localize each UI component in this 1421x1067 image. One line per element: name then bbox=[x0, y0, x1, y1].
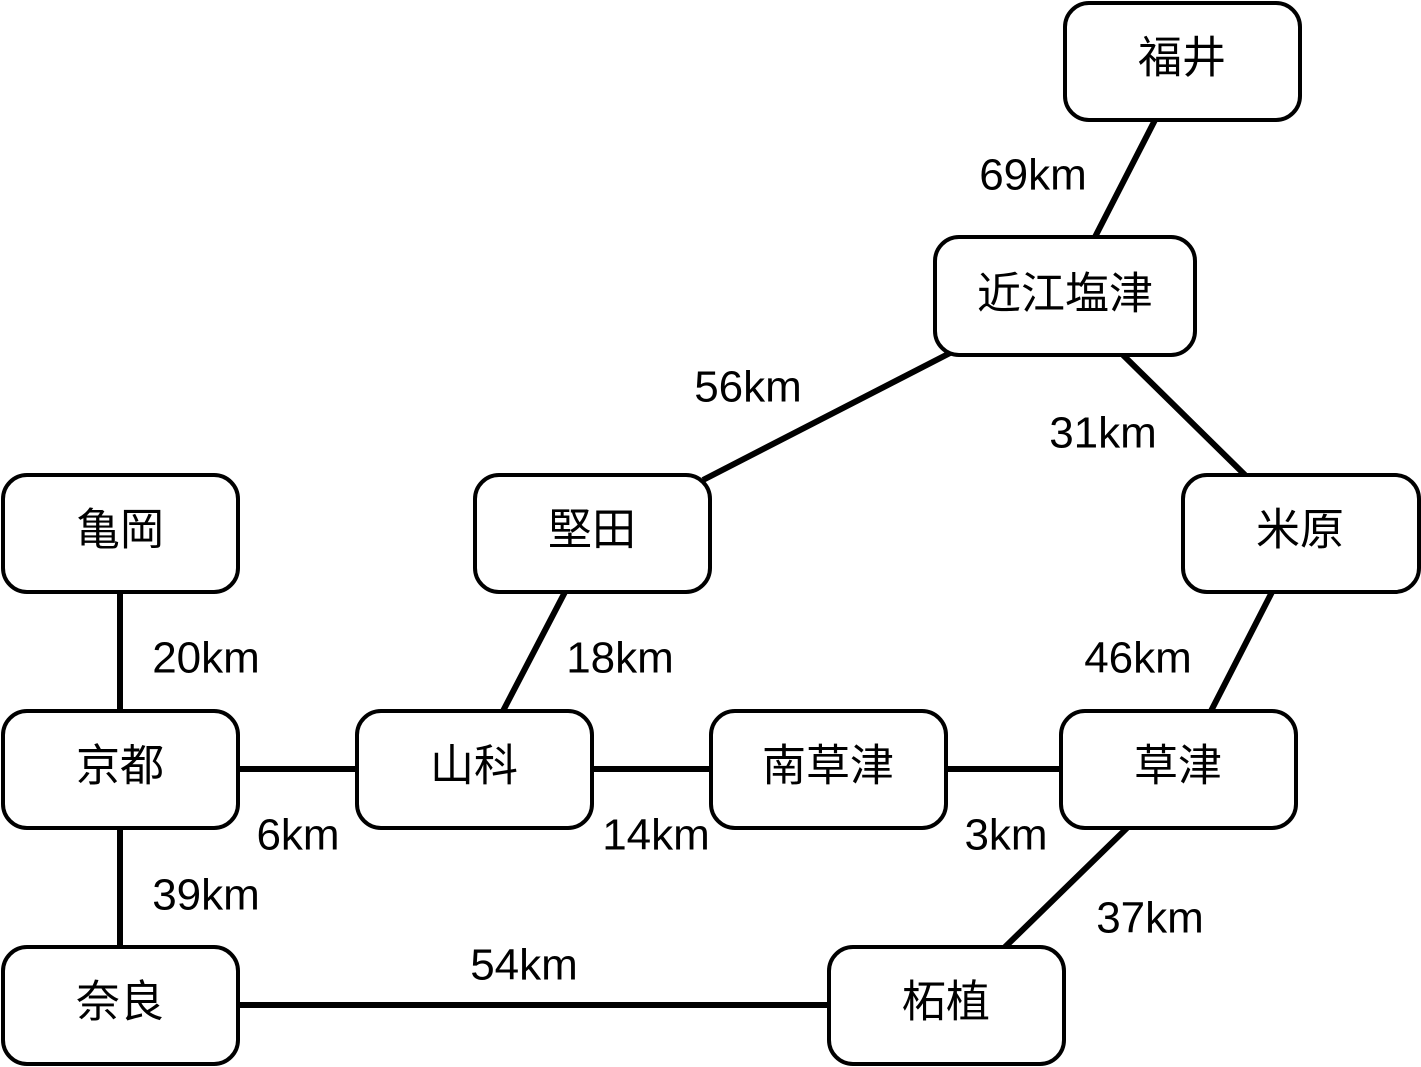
station-label: 亀岡 bbox=[76, 505, 164, 556]
station-label: 南草津 bbox=[762, 741, 894, 792]
distance-label: 14km bbox=[602, 811, 710, 860]
edge-fukui-omishiozu bbox=[1092, 118, 1158, 239]
station-kameoka: 亀岡 bbox=[1, 473, 240, 594]
station-label: 堅田 bbox=[548, 505, 636, 556]
station-label: 奈良 bbox=[76, 977, 164, 1028]
distance-label: 6km bbox=[256, 811, 339, 860]
distance-label: 31km bbox=[1049, 409, 1157, 458]
edge-kusatsu-tsuge bbox=[1002, 825, 1130, 950]
station-omishiozu: 近江塩津 bbox=[933, 235, 1197, 357]
distance-label: 20km bbox=[152, 634, 260, 683]
station-kusatsu: 草津 bbox=[1059, 709, 1298, 830]
edges bbox=[117, 118, 1275, 1008]
station-label: 米原 bbox=[1256, 505, 1344, 556]
station-fukui: 福井 bbox=[1063, 1, 1302, 122]
station-label: 草津 bbox=[1134, 741, 1222, 792]
station-tsuge: 柘植 bbox=[827, 945, 1066, 1066]
edge-katata-yamashina bbox=[500, 590, 568, 713]
station-maibara: 米原 bbox=[1181, 473, 1421, 594]
distance-labels: 69km 56km 31km 20km 18km 46km 6km 14km 3… bbox=[152, 151, 1204, 990]
edge-omishiozu-katata bbox=[701, 349, 954, 483]
station-label: 近江塩津 bbox=[977, 269, 1153, 320]
distance-label: 39km bbox=[152, 871, 260, 920]
station-nara: 奈良 bbox=[1, 945, 240, 1066]
station-label: 京都 bbox=[76, 741, 164, 792]
distance-label: 18km bbox=[566, 634, 674, 683]
edge-maibara-kusatsu bbox=[1208, 590, 1275, 713]
distance-label: 54km bbox=[470, 941, 578, 990]
station-label: 柘植 bbox=[902, 977, 990, 1028]
station-minamikusatsu: 南草津 bbox=[709, 709, 948, 830]
station-label: 福井 bbox=[1138, 33, 1226, 84]
station-katata: 堅田 bbox=[473, 473, 712, 594]
edge-omishiozu-maibara bbox=[1120, 352, 1248, 478]
distance-label: 3km bbox=[964, 811, 1047, 860]
distance-label: 56km bbox=[694, 363, 802, 412]
station-kyoto: 京都 bbox=[1, 709, 240, 830]
distance-label: 46km bbox=[1084, 634, 1192, 683]
station-yamashina: 山科 bbox=[355, 709, 594, 830]
station-label: 山科 bbox=[430, 741, 518, 792]
distance-label: 37km bbox=[1096, 894, 1204, 943]
distance-label: 69km bbox=[979, 151, 1087, 200]
